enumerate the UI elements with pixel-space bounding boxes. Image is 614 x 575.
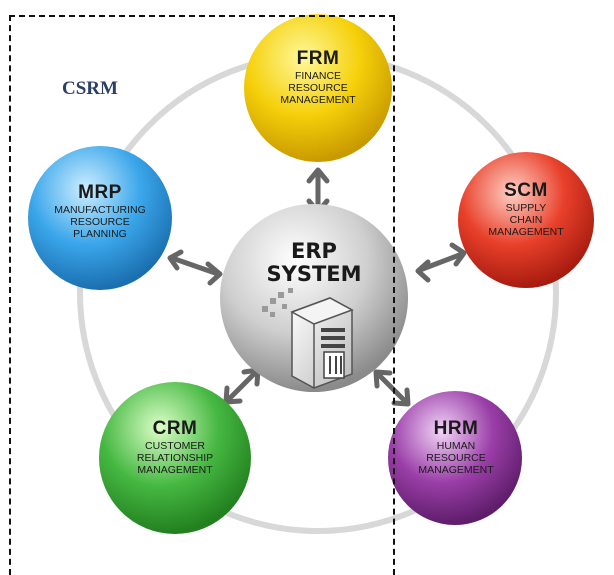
arrow-scm bbox=[415, 242, 467, 283]
frm-circle bbox=[244, 14, 392, 162]
hrm-circle bbox=[388, 391, 522, 525]
frm-abbr: FRM bbox=[296, 48, 340, 69]
hrm-abbr: HRM bbox=[433, 418, 479, 439]
mrp-circle bbox=[28, 146, 172, 290]
crm-desc: CUSTOMER RELATIONSHIP MANAGEMENT bbox=[136, 440, 214, 476]
arrow-hrm bbox=[373, 369, 411, 407]
crm-node: CRM CUSTOMER RELATIONSHIP MANAGEMENT bbox=[104, 418, 246, 476]
scm-desc: SUPPLY CHAIN MANAGEMENT bbox=[488, 202, 564, 238]
crm-abbr: CRM bbox=[152, 418, 198, 439]
erp-line1: ERP bbox=[291, 239, 337, 263]
mrp-node: MRP MANUFACTURING RESOURCE PLANNING bbox=[28, 182, 172, 240]
crm-circle bbox=[99, 382, 251, 534]
scm-node: SCM SUPPLY CHAIN MANAGEMENT bbox=[462, 180, 590, 238]
scm-abbr: SCM bbox=[504, 180, 548, 201]
frm-node: FRM FINANCE RESOURCE MANAGEMENT bbox=[248, 48, 388, 106]
erp-title: ERP SYSTEM bbox=[254, 240, 374, 286]
hrm-node: HRM HUMAN RESOURCE MANAGEMENT bbox=[392, 418, 520, 476]
mrp-abbr: MRP bbox=[78, 182, 122, 203]
arrow-mrp bbox=[167, 249, 223, 286]
server-icon bbox=[262, 288, 354, 389]
frm-desc: FINANCE RESOURCE MANAGEMENT bbox=[280, 70, 356, 106]
hrm-desc: HUMAN RESOURCE MANAGEMENT bbox=[418, 440, 494, 476]
erp-line2: SYSTEM bbox=[266, 262, 362, 286]
scm-circle bbox=[458, 152, 594, 288]
csrm-boundary bbox=[9, 15, 395, 575]
csrm-label: CSRM bbox=[62, 78, 118, 99]
mrp-desc: MANUFACTURING RESOURCE PLANNING bbox=[54, 204, 146, 240]
erp-circle bbox=[220, 204, 408, 392]
